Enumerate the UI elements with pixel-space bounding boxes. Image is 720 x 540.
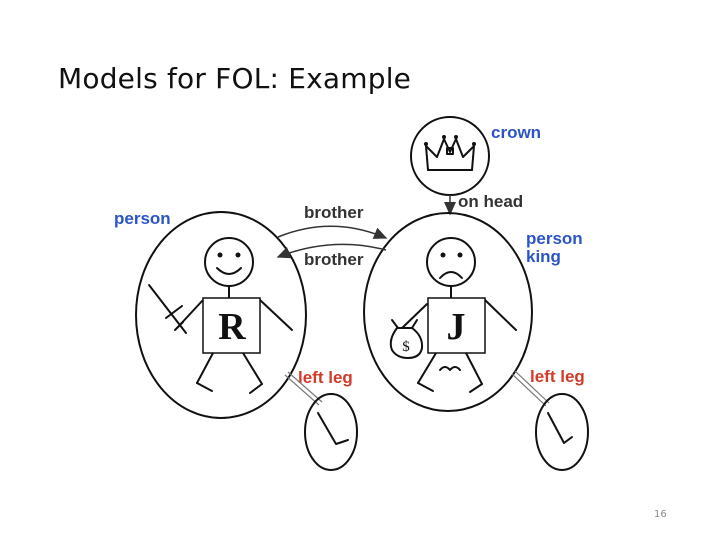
king-label: king [526, 247, 561, 266]
john-box-label: J [447, 306, 466, 348]
left-leg-label-richard: left leg [298, 368, 353, 387]
brother-label-bottom: brother [304, 250, 364, 269]
richard-left-leg-object [304, 393, 358, 471]
john-figure: J $ [389, 237, 517, 393]
person-label-richard: person [114, 209, 171, 228]
left-leg-arrow-richard [284, 374, 320, 406]
sad-face-icon [426, 237, 476, 287]
richard-object [135, 211, 307, 419]
crown-icon [424, 135, 476, 171]
brother-arrow-top [277, 225, 388, 239]
money-bag-icon: $ [389, 319, 424, 360]
john-object [363, 212, 533, 412]
crown-object [410, 116, 490, 196]
richard-box-label: R [218, 306, 246, 348]
john-left-leg-object [535, 393, 589, 471]
slide-number: 16 [654, 509, 667, 520]
money-symbol: $ [402, 339, 410, 355]
smiling-face-icon [204, 237, 254, 287]
brother-label-top: brother [304, 203, 364, 222]
brother-arrow-bottom [276, 243, 387, 259]
left-leg-label-john: left leg [530, 367, 585, 386]
left-leg-arrow-john [511, 373, 547, 407]
on-head-label: on head [458, 192, 523, 211]
crown-label: crown [491, 123, 541, 142]
sword-icon [148, 284, 187, 334]
slide-title: Models for FOL: Example [58, 62, 412, 95]
person-label-john: person [526, 229, 583, 248]
richard-figure: R [148, 237, 293, 394]
